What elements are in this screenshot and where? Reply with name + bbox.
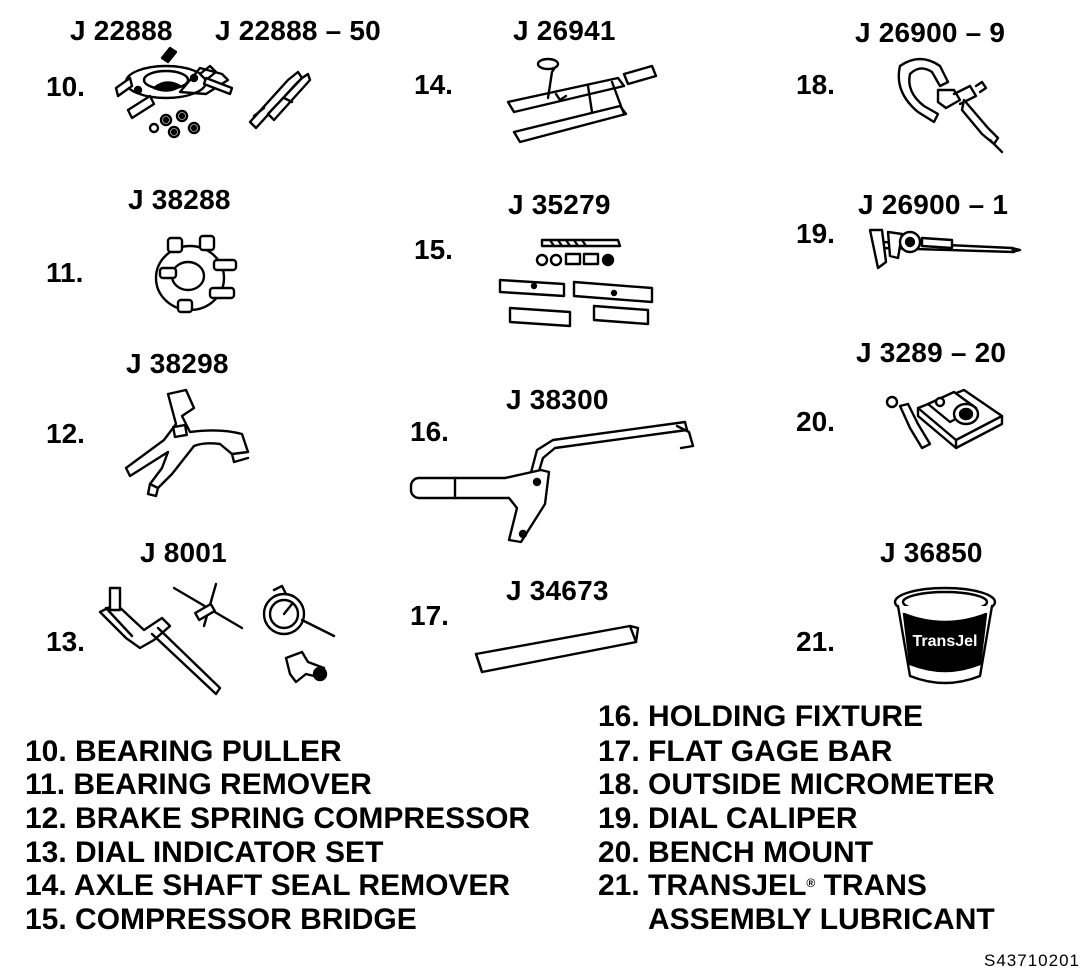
legend-item-16: 16. HOLDING FIXTURE	[598, 700, 924, 733]
axle-shaft-seal-remover-illustration	[506, 57, 658, 144]
legend-item-20: 20. BENCH MOUNT	[598, 836, 874, 869]
part-label-10: J 22888	[70, 15, 173, 46]
product-label-text: TransJel	[913, 633, 978, 650]
compressor-bridge-illustration	[498, 238, 654, 328]
item-number-10: 10.	[46, 71, 85, 102]
legend-item-17: 17. FLAT GAGE BAR	[598, 735, 893, 768]
item-number-11: 11.	[46, 257, 84, 288]
part-label-18: J 26900 – 9	[855, 17, 1006, 48]
legend-item-21: 21. TRANSJEL® TRANS	[598, 869, 927, 902]
brake-spring-compressor-illustration	[124, 388, 250, 498]
part-label-13: J 8001	[140, 537, 227, 568]
item-number-19: 19.	[796, 218, 835, 249]
part-label-20: J 3289 – 20	[856, 337, 1007, 368]
legend-item-21-name: 21. TRANSJEL	[598, 869, 807, 902]
legend-item-12: 12. BRAKE SPRING COMPRESSOR	[25, 802, 531, 835]
part-label-16: J 38300	[506, 384, 609, 415]
figure-reference: S43710201	[984, 951, 1080, 970]
item-number-17: 17.	[410, 600, 449, 631]
item-number-20: 20.	[796, 406, 835, 437]
part-label-14: J 26941	[513, 15, 616, 46]
legend-item-21-trans: TRANS	[823, 869, 927, 902]
part-label-15: J 35279	[508, 189, 611, 220]
legend-item-13: 13. DIAL INDICATOR SET	[25, 836, 384, 869]
item-number-15: 15.	[414, 234, 453, 265]
legend-item-14: 14. AXLE SHAFT SEAL REMOVER	[25, 869, 511, 902]
item-number-12: 12.	[46, 418, 85, 449]
item-number-18: 18.	[796, 69, 835, 100]
legend-item-21-line2: ASSEMBLY LUBRICANT	[648, 903, 995, 936]
part-label-19: J 26900 – 1	[858, 189, 1009, 220]
legend-item-11: 11. BEARING REMOVER	[25, 768, 372, 801]
part-label-21: J 36850	[880, 537, 983, 568]
trademark-symbol: ®	[806, 876, 816, 890]
dial-indicator-set-illustration	[98, 582, 336, 696]
item-number-21: 21.	[796, 626, 835, 657]
bench-mount-illustration	[885, 388, 1004, 450]
lubricant-container-illustration: TransJel	[893, 586, 997, 685]
flat-gage-bar-illustration	[474, 624, 640, 674]
legend-item-10: 10. BEARING PULLER	[25, 735, 342, 768]
dial-caliper-illustration	[868, 228, 1022, 270]
bearing-remover-illustration	[154, 234, 238, 314]
holding-fixture-illustration	[409, 420, 695, 544]
part-label-12: J 38298	[126, 348, 229, 379]
legend-item-18: 18. OUTSIDE MICROMETER	[598, 768, 995, 801]
item-number-13: 13.	[46, 626, 85, 657]
legend-item-15: 15. COMPRESSOR BRIDGE	[25, 903, 417, 936]
legend-item-19: 19. DIAL CALIPER	[598, 802, 858, 835]
puller-legs-illustration	[248, 70, 312, 130]
part-label-10-50: J 22888 – 50	[215, 15, 381, 46]
item-number-16: 16.	[410, 416, 449, 447]
part-label-11: J 38288	[128, 184, 231, 215]
part-label-17: J 34673	[506, 575, 609, 606]
bearing-puller-illustration	[114, 46, 234, 139]
item-number-14: 14.	[414, 69, 453, 100]
outside-micrometer-illustration	[897, 57, 1004, 154]
